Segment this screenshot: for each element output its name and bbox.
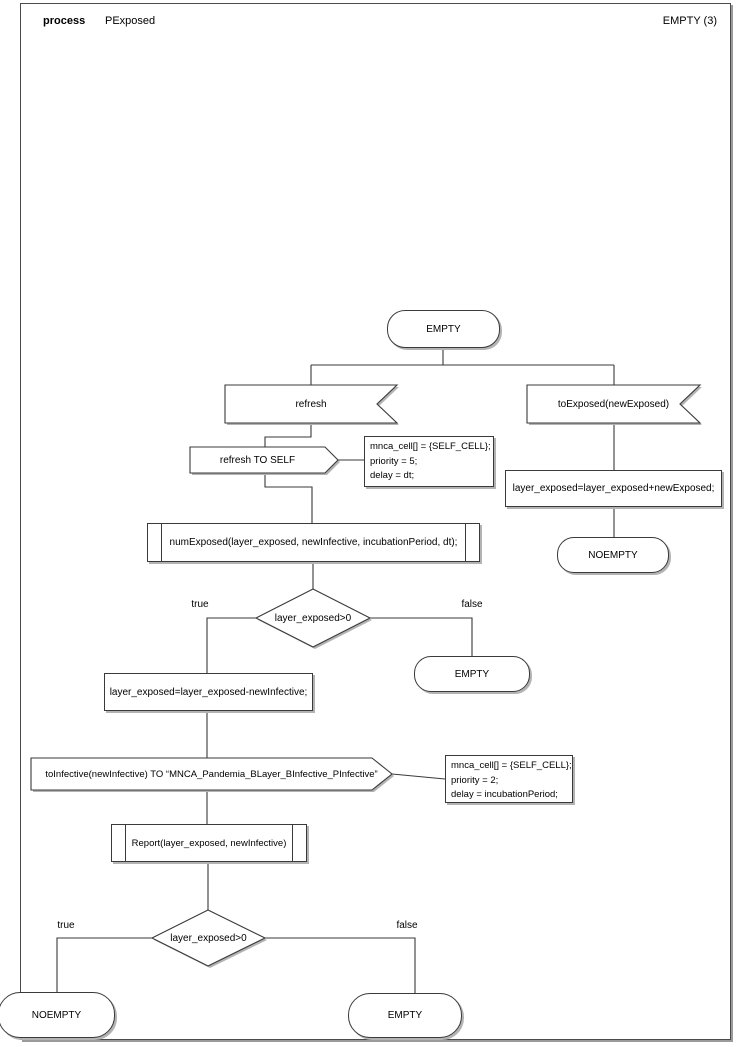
task-add-exposed[interactable]: layer_exposed=layer_exposed+newExposed; (505, 470, 722, 507)
procedure-report[interactable]: Report(layer_exposed, newInfective) (111, 824, 307, 862)
comment-toinfective-line1: mnca_cell[] = {SELF_CELL}; (451, 760, 572, 771)
decision1-false-label: false (461, 599, 483, 610)
comment-toinfective-line3: delay = incubationPeriod; (451, 789, 558, 800)
signal-send-refresh-shape[interactable] (189, 446, 339, 474)
signal-send-toinfective-shape[interactable] (30, 757, 393, 791)
procedure-numexposed[interactable]: numExposed(layer_exposed, newInfective, … (147, 523, 480, 562)
state-empty-mid[interactable]: EMPTY (414, 656, 530, 692)
comment-toinfective[interactable]: mnca_cell[] = {SELF_CELL}; priority = 2;… (445, 755, 573, 803)
comment-refresh[interactable]: mnca_cell[] = {SELF_CELL}; priority = 5;… (364, 436, 494, 487)
decision2-true-label: true (57, 920, 75, 931)
procedure-bar-right (465, 524, 466, 561)
task-sub-infective[interactable]: layer_exposed=layer_exposed-newInfective… (104, 673, 313, 711)
comment-toinfective-line2: priority = 2; (451, 774, 499, 786)
process-frame (20, 3, 731, 1040)
procedure-numexposed-label: numExposed(layer_exposed, newInfective, … (169, 537, 458, 548)
procedure-bar-right (292, 825, 293, 861)
decision2-false-label: false (396, 920, 418, 931)
connectors (56, 348, 615, 993)
state-start[interactable]: EMPTY (387, 310, 500, 348)
state-empty-bottom[interactable]: EMPTY (348, 993, 462, 1038)
signal-receive-refresh-shape[interactable] (224, 384, 399, 424)
signal-receive-toexposed-shape[interactable] (526, 384, 702, 424)
procedure-bar-left (125, 825, 126, 861)
procedure-report-label: Report(layer_exposed, newInfective) (131, 837, 287, 849)
process-name: PExposed (105, 15, 156, 27)
state-noempty-bottom[interactable]: NOEMPTY (0, 992, 115, 1038)
process-kind-label: process (43, 15, 86, 27)
comment-refresh-line3: delay = dt; (370, 470, 415, 481)
procedure-bar-left (161, 524, 162, 561)
decision2-diamond[interactable] (150, 909, 267, 967)
comment-refresh-line1: mnca_cell[] = {SELF_CELL}; (370, 441, 491, 452)
comment-refresh-line2: priority = 5; (370, 455, 418, 467)
decision1-diamond[interactable] (254, 588, 372, 648)
decision1-true-label: true (191, 599, 209, 610)
page-label: EMPTY (3) (662, 15, 717, 27)
state-noempty-right[interactable]: NOEMPTY (557, 537, 669, 573)
